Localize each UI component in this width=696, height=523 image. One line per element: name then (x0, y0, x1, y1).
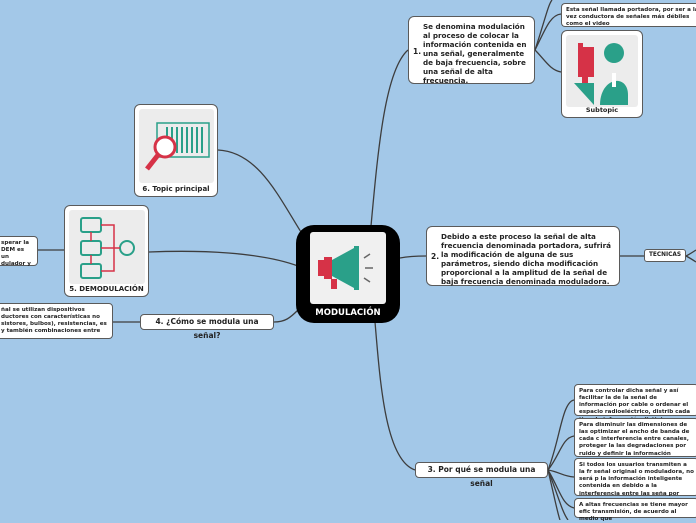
node-1-number: 1. (413, 47, 422, 56)
connector-central-n3 (374, 321, 416, 471)
node-5-demodulacion[interactable]: 5. DEMODULACIÓN (64, 205, 149, 297)
node-5-note[interactable]: sperar la DEM es un dulador y (0, 236, 38, 268)
node-1-text: Se denomina modulación al proceso de col… (423, 22, 527, 85)
central-label: MODULACIÓN (315, 308, 381, 318)
node-2-text: Debido a este proceso la señal de alta f… (441, 232, 612, 286)
node-3-label: 3. Por qué se modula una señal (427, 465, 536, 488)
node-5-note-text: sperar la DEM es un dulador y (1, 240, 31, 268)
node-5-label: 5. DEMODULACIÓN (69, 285, 144, 293)
node-3-item-4-text: A altas frecuencias se tiene mayor efic … (579, 502, 688, 523)
connector-central-n1 (370, 49, 409, 227)
flowchart-icon (69, 210, 145, 284)
megaphone-icon (310, 232, 386, 304)
node-2-portadora[interactable]: 2. Debido a este proceso la señal de alt… (426, 226, 620, 286)
node-6-label: 6. Topic principal (142, 185, 210, 193)
node-6-topic-principal[interactable]: 6. Topic principal (134, 104, 218, 197)
node-3-item-1[interactable]: Para controlar dicha señal y así facilit… (574, 384, 696, 423)
subtopic-label: Subtopic (585, 106, 619, 114)
node-4-label: 4. ¿Cómo se modula una señal? (155, 317, 259, 340)
tecnicas-node[interactable]: TECNICAS (644, 249, 686, 262)
connector-central-n5 (148, 250, 299, 267)
central-node[interactable]: MODULACIÓN (296, 225, 400, 323)
connector-n3-item4 (547, 469, 575, 509)
node-3-item-2[interactable]: Para disminuir las dimensiones de las op… (574, 418, 696, 464)
node-4-note-text: ñal se utilizan dispositivos ductores co… (1, 307, 107, 335)
node-3-item-4[interactable]: A altas frecuencias se tiene mayor efic … (574, 498, 696, 522)
node-4-note[interactable]: ñal se utilizan dispositivos ductores co… (0, 303, 113, 339)
subtopic-node[interactable]: Subtopic (561, 30, 643, 118)
node-1-note-text: Esta señal llamada portadora, por ser a … (566, 7, 696, 27)
connector-n3-item5 (547, 469, 569, 520)
node-2-number: 2. (431, 252, 440, 261)
connector-n1-subtopic (534, 49, 562, 73)
person-info-icon (566, 35, 638, 107)
tecnicas-label: TECNICAS (648, 252, 682, 258)
connector-n1-note (534, 13, 562, 51)
connector-central-n6 (217, 149, 307, 241)
connector-n1-top (534, 0, 553, 51)
connector-tecnicas-out1 (685, 249, 696, 257)
connector-central-n4 (273, 309, 299, 323)
barcode-search-icon (139, 109, 214, 183)
connector-central-n2 (399, 255, 427, 259)
connector-n3-item2 (547, 435, 575, 471)
connector-n3-item3 (547, 469, 575, 478)
node-4-como[interactable]: 4. ¿Cómo se modula una señal? (140, 314, 274, 340)
node-1-definition[interactable]: 1. Se denomina modulación al proceso de … (408, 16, 535, 85)
node-3-item-3[interactable]: Si todos los usuarios transmiten a la fr… (574, 458, 696, 504)
node-1-note[interactable]: Esta señal llamada portadora, por ser a … (561, 3, 696, 27)
connector-n3-item6 (547, 469, 561, 520)
connector-tecnicas-out2 (685, 255, 696, 263)
node-3-por-que[interactable]: 3. Por qué se modula una señal (415, 462, 548, 488)
connector-n3-item1 (547, 399, 575, 471)
